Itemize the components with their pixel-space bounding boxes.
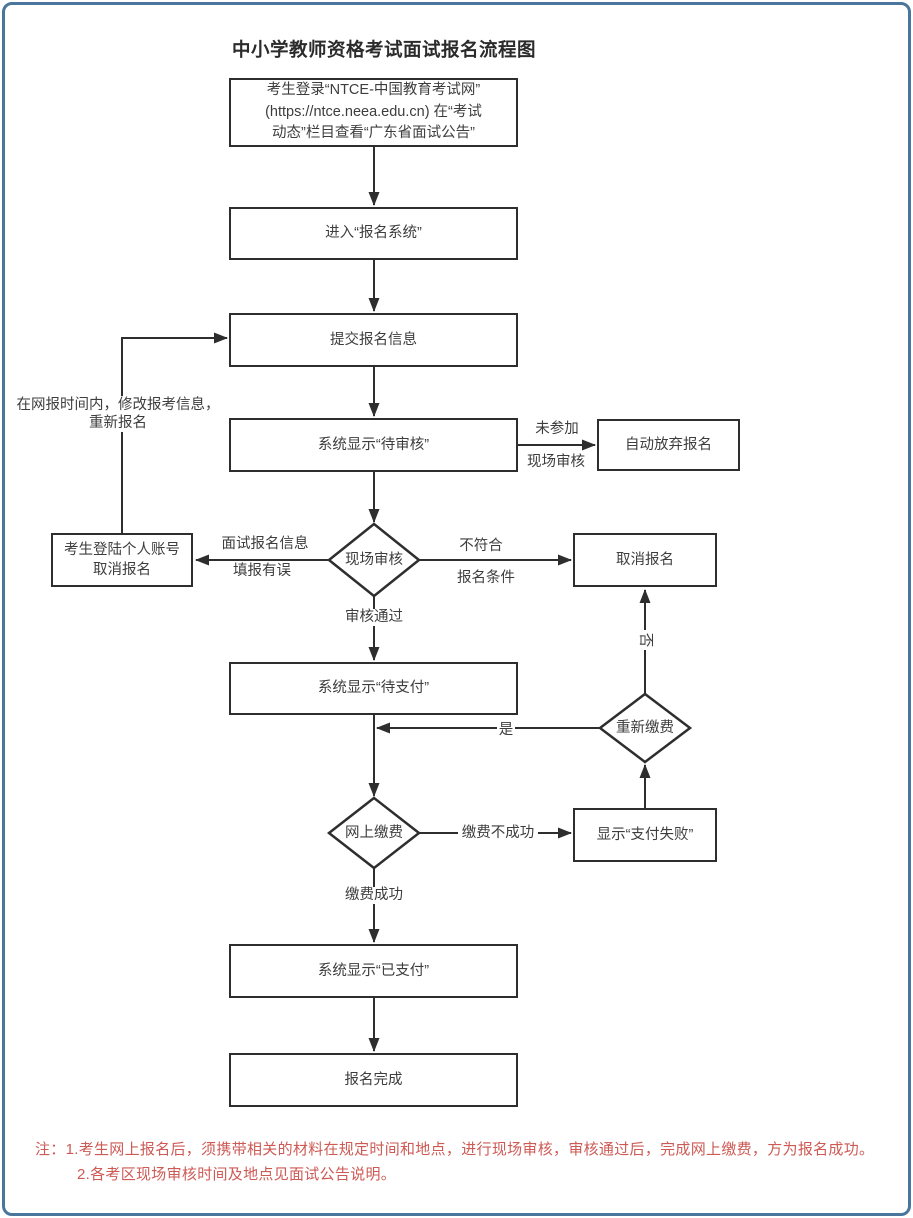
edge-label-pay-success: 缴费成功	[342, 887, 406, 904]
node-enter-system-label: 进入“报名系统”	[325, 225, 422, 241]
edge-label-review-pass: 审核通过	[342, 609, 406, 626]
edge-label-renew: 在网报时间内，修改报考信息， 重新报名	[12, 396, 224, 432]
node-auto-abandon: 自动放弃报名	[597, 419, 740, 471]
node-cancel-label: 取消报名	[616, 551, 674, 568]
edge-label-not-qualified-1: 不符合	[459, 538, 503, 554]
page-title: 中小学教师资格考试面试报名流程图	[231, 39, 536, 60]
node-done-label: 报名完成	[344, 1071, 403, 1088]
node-pay-fail: 显示“支付失败”	[573, 808, 717, 862]
footer-note: 注：1.考生网上报名后，须携带相关的材料在规定时间和地点，进行现场审核，审核通过…	[35, 1137, 880, 1187]
decision-pay-online-label: 网上缴费	[345, 825, 403, 841]
edge-label-renew-line1: 在网报时间内，修改报考信息，	[16, 397, 220, 413]
edge-label-no: 否	[635, 630, 655, 650]
decision-repay-shape	[597, 692, 693, 764]
decision-onsite-review-label: 现场审核	[345, 552, 403, 568]
edge-label-info-error-1: 面试报名信息	[221, 536, 309, 552]
node-submit-info-label: 提交报名信息	[330, 331, 417, 348]
node-cancel-account-line1: 考生登陆个人账号	[64, 542, 180, 558]
edge-label-info-error-2: 填报有误	[233, 563, 291, 579]
footer-note-line2: 2.各考区现场审核时间及地点见面试公告说明。	[77, 1166, 397, 1183]
edge-label-not-attend-1: 未参加	[535, 421, 579, 437]
node-done: 报名完成	[229, 1053, 518, 1107]
node-cancel-account-line2: 取消报名	[93, 562, 151, 578]
node-login-line2: (https://ntce.neea.edu.cn) 在“考试	[265, 103, 482, 120]
footer-note-line1: 注：1.考生网上报名后，须携带相关的材料在规定时间和地点，进行现场审核，审核通过…	[35, 1141, 875, 1158]
node-paid-label: 系统显示“已支付”	[317, 962, 430, 979]
node-login: 考生登录“NTCE-中国教育考试网” (https://ntce.neea.ed…	[229, 78, 518, 147]
node-cancel-account: 考生登陆个人账号 取消报名	[51, 533, 193, 587]
node-login-line1: 考生登录“NTCE-中国教育考试网”	[266, 82, 481, 99]
node-pending-review-label: 系统显示“待审核”	[317, 436, 430, 453]
node-paid: 系统显示“已支付”	[229, 944, 518, 998]
node-pending-pay-label: 系统显示“待支付”	[317, 680, 430, 696]
node-login-line3: 动态”栏目查看“广东省面试公告”	[272, 125, 475, 142]
edge-label-not-qualified-2: 报名条件	[457, 570, 515, 586]
connector-cancel-account-to-submit	[121, 332, 228, 533]
node-auto-abandon-label: 自动放弃报名	[625, 436, 712, 453]
node-submit-info: 提交报名信息	[229, 313, 518, 367]
edge-label-renew-line2: 重新报名	[89, 415, 147, 431]
node-pending-review: 系统显示“待审核”	[229, 418, 518, 472]
node-pending-pay: 系统显示“待支付”	[229, 662, 518, 715]
edge-label-yes: 是	[497, 722, 515, 739]
decision-repay-label: 重新缴费	[616, 720, 674, 736]
edge-label-pay-not-success: 缴费不成功	[458, 825, 538, 842]
node-pay-fail-label: 显示“支付失败”	[596, 826, 694, 843]
node-cancel: 取消报名	[573, 533, 717, 587]
node-enter-system: 进入“报名系统”	[229, 207, 518, 260]
edge-label-not-attend-2: 现场审核	[527, 454, 585, 470]
